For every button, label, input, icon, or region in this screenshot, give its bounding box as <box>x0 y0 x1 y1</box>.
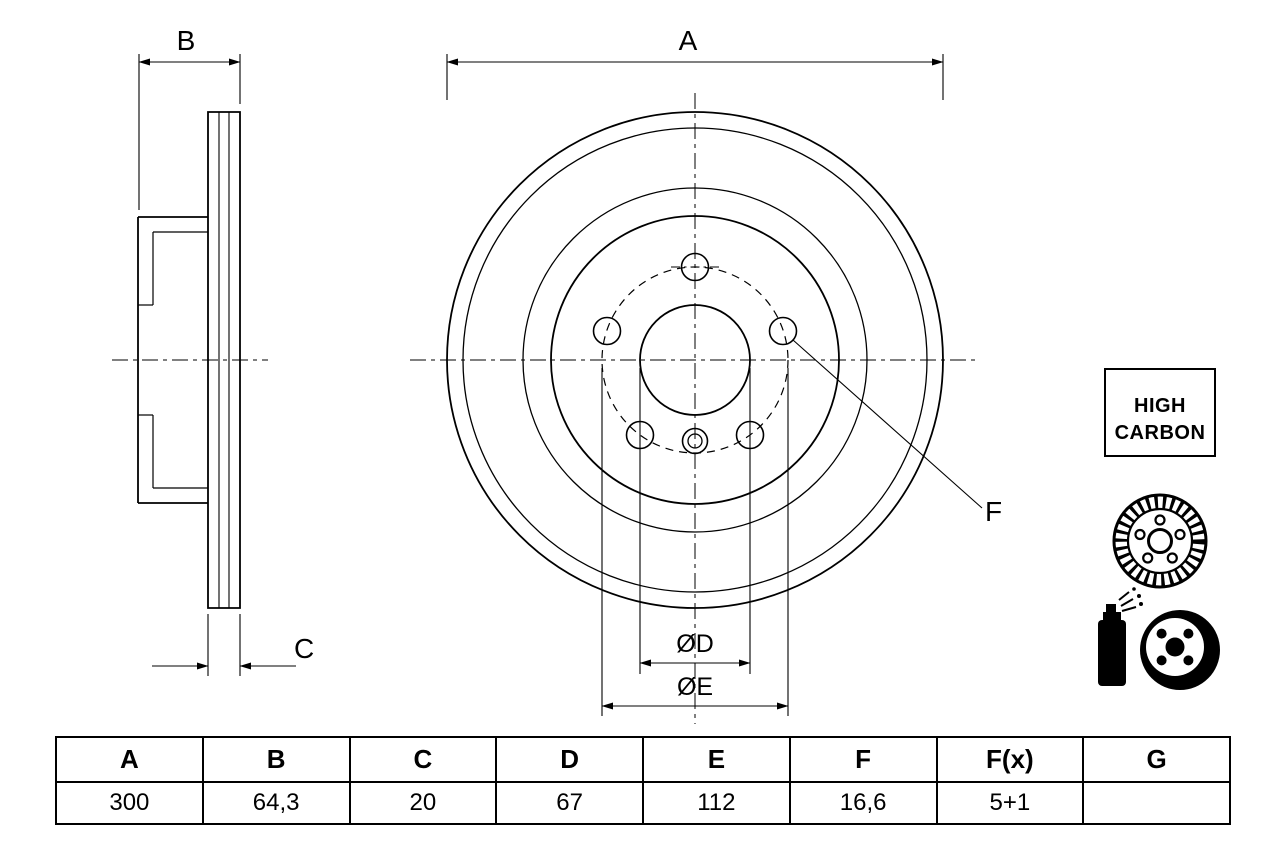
hub-drum <box>1140 610 1220 690</box>
table-header-fx: F(x) <box>935 736 1085 783</box>
dim-e-label: ØE <box>677 673 713 701</box>
table-header-c: C <box>348 736 498 783</box>
center-bore-circle <box>639 304 751 416</box>
dim-b-label: B <box>177 25 196 56</box>
table-header-e: E <box>642 736 791 783</box>
hat-circle <box>550 215 840 505</box>
bolt-hole <box>680 252 710 282</box>
table-header-d: D <box>495 736 644 783</box>
dimension-a <box>446 54 944 100</box>
table-header-g: G <box>1082 736 1231 783</box>
brake-disc-icon <box>1112 493 1208 589</box>
table-value-a: 300 <box>55 781 204 825</box>
table-header-a: A <box>55 736 204 783</box>
dimension-b <box>138 54 241 210</box>
dimension-e <box>601 368 789 716</box>
table-value-c: 20 <box>348 781 498 825</box>
set-screw-hole-outer <box>681 427 709 455</box>
high-carbon-badge: HIGH CARBON <box>1104 368 1216 457</box>
table-value-b: 64,3 <box>201 781 351 825</box>
set-screw-hole-inner <box>687 433 703 449</box>
dim-c-label: C <box>294 633 314 664</box>
dimension-d <box>639 368 751 674</box>
friction-inner-circle <box>522 187 868 533</box>
spec-table-header-row: A B C D E F F(x) G <box>55 736 1231 783</box>
front-view <box>446 111 944 609</box>
table-value-fx: 5+1 <box>935 781 1085 825</box>
table-value-e: 112 <box>642 781 791 825</box>
table-header-b: B <box>201 736 351 783</box>
table-value-g <box>1082 781 1231 825</box>
dimension-c <box>152 614 296 676</box>
table-header-f: F <box>788 736 938 783</box>
outer-diameter-circle <box>446 111 944 609</box>
badge-line2: CARBON <box>1115 422 1206 444</box>
table-value-d: 67 <box>495 781 644 825</box>
dim-f-label: F <box>985 496 1002 527</box>
spec-table: A B C D E F F(x) G 300 64,3 20 67 112 16… <box>55 736 1231 825</box>
dim-a-label: A <box>679 25 698 56</box>
table-value-f: 16,6 <box>788 781 938 825</box>
centerlines <box>112 93 980 724</box>
outer-inner-circle <box>462 127 928 593</box>
side-view <box>137 111 241 609</box>
bolt-hole <box>768 316 798 346</box>
spec-table-value-row: 300 64,3 20 67 112 16,6 5+1 <box>55 781 1231 825</box>
bolt-hole <box>592 316 622 346</box>
spray-can-icon <box>1098 587 1220 690</box>
technical-drawing: A B C ØD ØE F HIGH CARBON <box>112 25 1220 724</box>
dimension-f-leader <box>792 339 983 509</box>
badge-line1: HIGH <box>1134 395 1186 417</box>
dim-d-label: ØD <box>676 630 714 658</box>
